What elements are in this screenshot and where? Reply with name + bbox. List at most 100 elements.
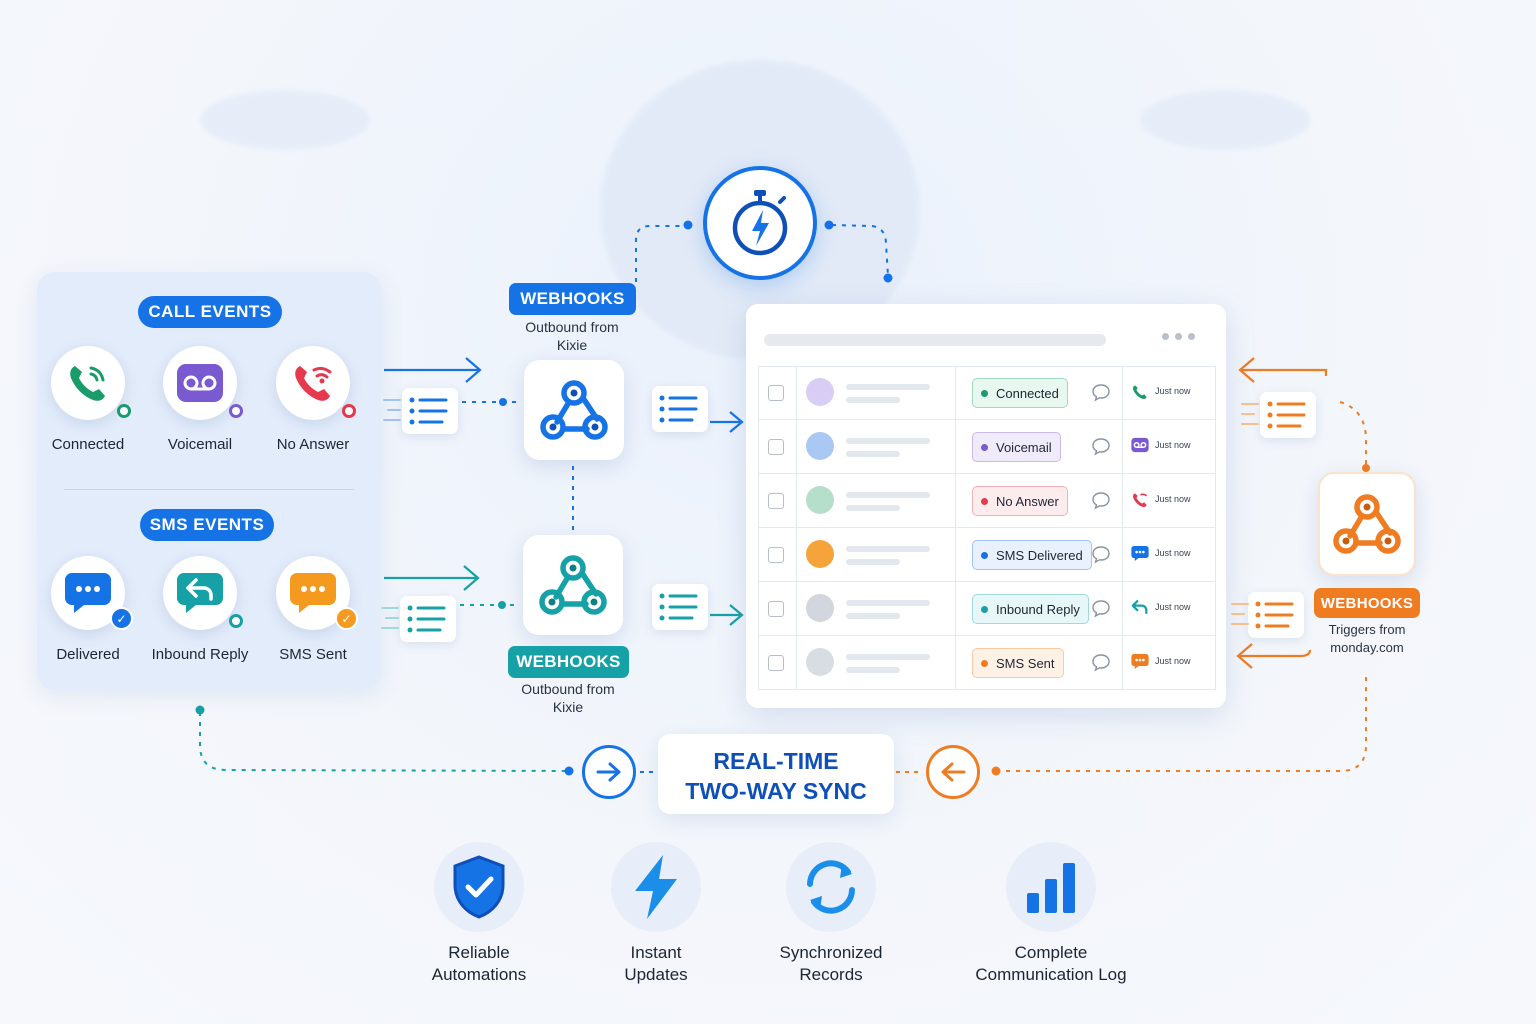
payload-doc bbox=[652, 584, 708, 630]
check-icon: ✓ bbox=[110, 607, 133, 630]
detail-placeholder bbox=[846, 559, 900, 565]
comment-icon[interactable] bbox=[1091, 491, 1111, 510]
status-badge[interactable]: Voicemail bbox=[972, 432, 1061, 462]
webhook-card-bottom[interactable] bbox=[523, 535, 623, 635]
motion-lines bbox=[383, 399, 401, 421]
webhook-card-top[interactable] bbox=[524, 360, 624, 460]
event-connected[interactable]: Connected bbox=[33, 346, 143, 453]
event-no-answer[interactable]: No Answer bbox=[258, 346, 368, 453]
activity-time: Just now bbox=[1155, 494, 1191, 504]
connector-dot bbox=[683, 220, 693, 230]
status-label: SMS Sent bbox=[996, 655, 1055, 671]
row-checkbox[interactable] bbox=[768, 493, 784, 509]
window-title-bar-placeholder bbox=[764, 334, 1106, 346]
voicemail-icon bbox=[177, 364, 223, 402]
status-badge[interactable]: SMS Delivered bbox=[972, 540, 1092, 570]
feature-line: Reliable bbox=[448, 943, 510, 962]
status-badge[interactable]: Inbound Reply bbox=[972, 594, 1089, 624]
motion-lines bbox=[381, 607, 399, 629]
stopwatch-badge bbox=[703, 166, 817, 280]
webhooks-top-tag: WEBHOOKS bbox=[509, 283, 636, 315]
connector-dot bbox=[499, 398, 507, 406]
avatar bbox=[806, 648, 834, 676]
status-dot bbox=[981, 659, 988, 667]
event-inbound-reply[interactable]: Inbound Reply bbox=[145, 556, 255, 663]
status-label: Connected bbox=[996, 385, 1059, 401]
status-badge[interactable]: No Answer bbox=[972, 486, 1068, 516]
event-voicemail[interactable]: Voicemail bbox=[145, 346, 255, 453]
table-row[interactable]: No Answer Just now bbox=[758, 474, 1216, 528]
name-placeholder bbox=[846, 492, 930, 498]
sync-label-box: REAL-TIME TWO-WAY SYNC bbox=[658, 734, 894, 814]
comment-icon[interactable] bbox=[1091, 437, 1111, 456]
status-dot bbox=[981, 605, 988, 613]
subtitle-line: Outbound from bbox=[521, 681, 615, 697]
status-dot bbox=[981, 551, 988, 559]
column-divider bbox=[1122, 366, 1123, 690]
chat-bubble-icon bbox=[65, 573, 111, 613]
arrow-left-icon bbox=[941, 762, 966, 782]
comment-icon[interactable] bbox=[1091, 545, 1111, 564]
avatar bbox=[806, 486, 834, 514]
status-badge[interactable]: SMS Sent bbox=[972, 648, 1064, 678]
row-checkbox[interactable] bbox=[768, 601, 784, 617]
connector-dot bbox=[195, 705, 205, 715]
table-row[interactable]: Connected Just now bbox=[758, 366, 1216, 420]
event-delivered[interactable]: ✓ Delivered bbox=[33, 556, 143, 663]
connector-dot bbox=[564, 766, 574, 776]
payload-doc bbox=[652, 386, 708, 432]
payload-doc bbox=[1248, 592, 1304, 638]
status-label: SMS Delivered bbox=[996, 547, 1083, 563]
row-checkbox[interactable] bbox=[768, 385, 784, 401]
dotted-connector bbox=[199, 712, 569, 772]
webhook-card-right[interactable] bbox=[1318, 472, 1416, 576]
motion-lines bbox=[1231, 603, 1249, 625]
arrow-right-icon bbox=[596, 762, 621, 782]
status-label: Voicemail bbox=[996, 439, 1052, 455]
background-cloud bbox=[1140, 90, 1310, 150]
webhook-icon bbox=[539, 555, 607, 615]
event-label: No Answer bbox=[276, 436, 350, 453]
event-label: Connected bbox=[51, 436, 125, 453]
comment-icon[interactable] bbox=[1091, 653, 1111, 672]
flow-arrow bbox=[1236, 643, 1312, 669]
webhooks-top-subtitle: Outbound from Kixie bbox=[512, 318, 632, 354]
row-checkbox[interactable] bbox=[768, 547, 784, 563]
row-checkbox[interactable] bbox=[768, 655, 784, 671]
dotted-connector bbox=[635, 225, 686, 282]
reply-icon bbox=[177, 573, 223, 613]
status-badge[interactable]: Connected bbox=[972, 378, 1068, 408]
event-label: Voicemail bbox=[167, 436, 233, 453]
sms-events-title: SMS EVENTS bbox=[140, 509, 274, 541]
subtitle-line: Kixie bbox=[556, 337, 588, 353]
row-checkbox[interactable] bbox=[768, 439, 784, 455]
webhook-icon bbox=[1333, 494, 1401, 554]
flow-arrow bbox=[710, 604, 744, 626]
comment-icon[interactable] bbox=[1091, 383, 1111, 402]
avatar bbox=[806, 432, 834, 460]
feature-line: Complete bbox=[1014, 943, 1088, 962]
name-placeholder bbox=[846, 600, 930, 606]
more-options-icon[interactable] bbox=[1162, 330, 1202, 342]
webhooks-bottom-tag: WEBHOOKS bbox=[508, 646, 629, 678]
comment-icon[interactable] bbox=[1091, 599, 1111, 618]
status-label: No Answer bbox=[996, 493, 1059, 509]
activity-time: Just now bbox=[1155, 386, 1191, 396]
name-placeholder bbox=[846, 438, 930, 444]
event-sms-sent[interactable]: ✓ SMS Sent bbox=[258, 556, 368, 663]
feature-line: Updates bbox=[624, 965, 688, 984]
payload-doc bbox=[402, 388, 458, 434]
chat-bubble-icon bbox=[1131, 653, 1149, 671]
detail-placeholder bbox=[846, 451, 900, 457]
list-icon bbox=[407, 605, 446, 633]
connector-dot bbox=[498, 601, 506, 609]
connector-dot bbox=[991, 766, 1001, 776]
connector-dot bbox=[1362, 464, 1370, 472]
column-divider bbox=[955, 366, 956, 690]
